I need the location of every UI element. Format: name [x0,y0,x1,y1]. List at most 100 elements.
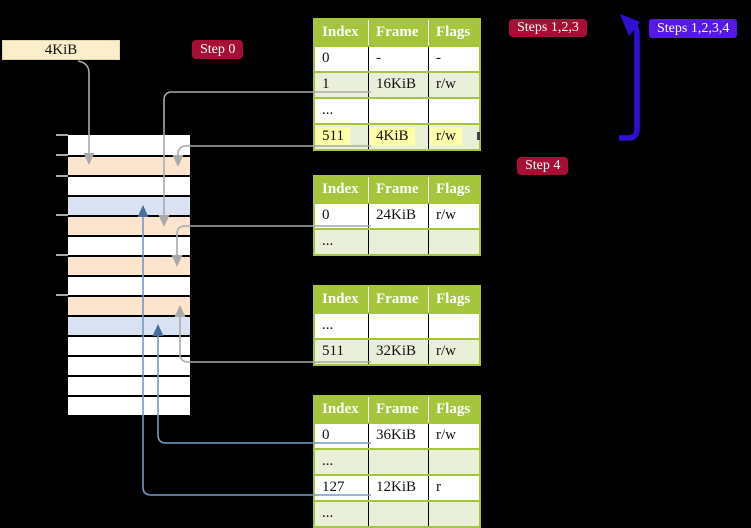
table-cell: 1 [315,73,369,97]
table-cell: ... [315,450,369,474]
table-cell: 32KiB [369,340,429,364]
steps123-badge: Steps 1,2,3 [509,19,587,37]
table-cell: 511 [315,340,369,364]
address-tick [56,214,68,216]
memory-row-frame [68,295,190,315]
table-cell [429,99,479,123]
table-cell: r [429,476,479,500]
memory-row-free [68,375,190,395]
column-header: Frame [369,20,429,45]
table-row: 511 32KiB r/w [315,338,479,364]
table-cell [429,314,479,338]
table-row: ... [315,97,479,123]
table-cell: 0 [315,424,369,448]
table-row: 0 36KiB r/w [315,422,479,448]
cell-value: 1 [322,76,330,92]
memory-row-free [68,335,190,355]
column-header: Index [315,287,369,312]
cell-value: 32KiB [376,343,417,359]
table-cell: ... [315,99,369,123]
address-tick [56,154,68,156]
table-cell: 511 [315,125,369,149]
arrowhead-upleft-icon [620,14,640,36]
table-cell: 16KiB [369,73,429,97]
cell-value: - [376,50,381,66]
cell-value: ... [322,317,334,333]
memory-row-free [68,275,190,295]
table-cell: ... [315,230,369,254]
table-cell: r/w [429,204,479,228]
column-header: Flags [436,181,471,197]
cell-value: 511 [322,343,344,359]
cell-value: ... [322,453,334,469]
cell-value: 511 [322,127,350,145]
memory-address-label: 4KiB [2,40,120,60]
table-cell [429,502,479,526]
table-row: 0 - - [315,45,479,71]
cell-value: 24KiB [376,207,417,223]
cell-value: 36KiB [376,427,417,443]
column-header: Index [315,20,369,45]
column-header: Frame [369,177,429,202]
cell-value: 16KiB [376,76,417,92]
cell-value: r/w [436,76,456,92]
table-cell: 127 [315,476,369,500]
memory-row-frame [68,155,190,175]
cell-value: - [436,50,441,66]
table-cell: 12KiB [369,476,429,500]
steps1234-badge: Steps 1,2,3,4 [649,19,738,38]
table-row: 0 24KiB r/w [315,202,479,228]
column-header: Flags [436,401,471,417]
cell-value: 0 [322,50,330,66]
memory-row-frame [68,255,190,275]
cell-value: ... [322,505,334,521]
address-tick [56,294,68,296]
cell-value: r/w [436,343,456,359]
cell-value: 4KiB [376,127,415,145]
table-cell: r/w [429,340,479,364]
recursive-loop-arrow [619,21,640,141]
table-cell: r/w [429,125,479,149]
line-stub [477,132,480,140]
table-cell: 0 [315,204,369,228]
table-row: ... [315,312,479,338]
table-cell [429,450,479,474]
table-cell [429,230,479,254]
table-cell: r/w [429,73,479,97]
cell-value: r/w [436,207,456,223]
memory-row-frame [68,215,190,235]
column-header: Flags [436,24,471,40]
table-row: ... [315,500,479,526]
table-cell: 36KiB [369,424,429,448]
cell-value: 0 [322,427,330,443]
cell-value: r/w [436,127,462,145]
table-cell: 0 [315,47,369,71]
cell-value: 0 [322,207,330,223]
address-tick [56,254,68,256]
table-cell: - [429,47,479,71]
table-row: 511 4KiB r/w [315,123,479,149]
table-cell [369,230,429,254]
table-cell: 4KiB [369,125,429,149]
table-row: ... [315,448,479,474]
table-cell: 24KiB [369,204,429,228]
cell-value: 127 [322,479,345,495]
memory-row-free [68,175,190,195]
cell-value: r [436,479,441,495]
memory-row-free [68,235,190,255]
table-cell: ... [315,502,369,526]
column-header: Frame [369,287,429,312]
table-cell: r/w [429,424,479,448]
memory-row-free [68,355,190,375]
address-tick [56,134,68,136]
cell-value: 12KiB [376,479,417,495]
column-header: Flags [436,291,471,307]
column-header: Index [315,177,369,202]
cell-value: ... [322,102,334,118]
